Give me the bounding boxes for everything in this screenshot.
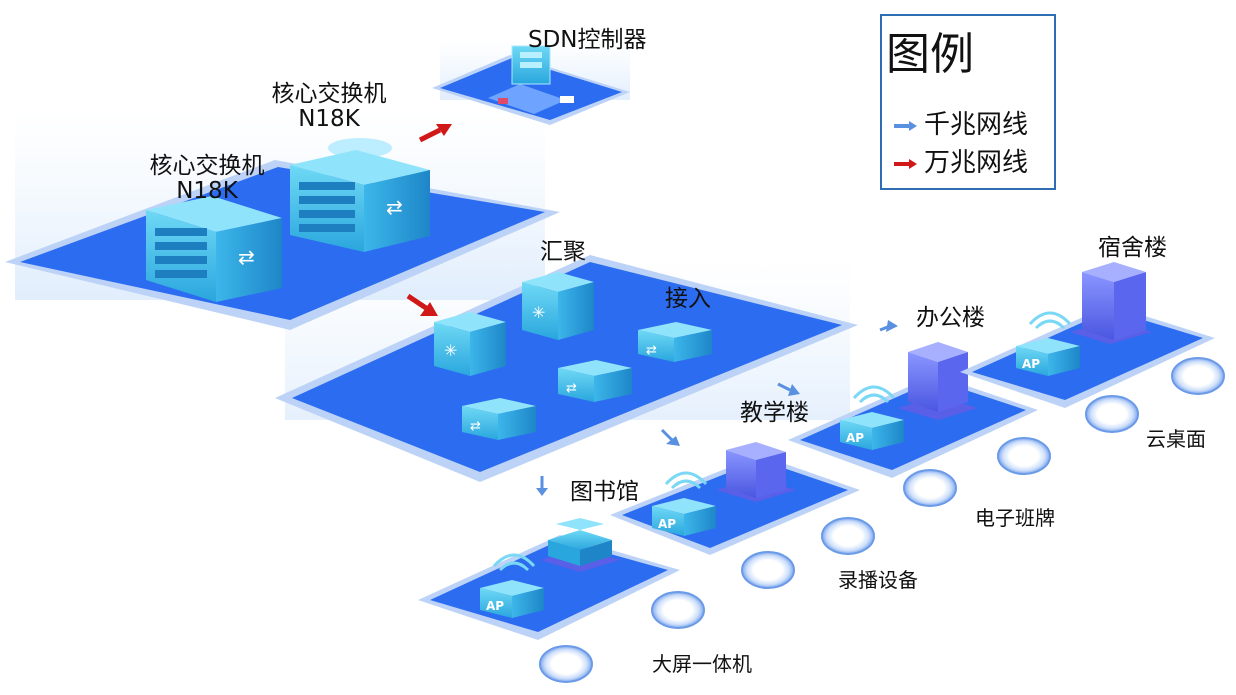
svg-text:✳: ✳ — [532, 303, 545, 322]
ap-library — [480, 553, 544, 618]
svg-text:✳: ✳ — [444, 341, 457, 360]
svg-text:⇄: ⇄ — [566, 381, 577, 396]
core-switch-b-model: N18K — [298, 106, 360, 133]
core-switch-b-label: 核心交换机 N18K — [254, 81, 404, 133]
aggregation-label: 汇聚 — [540, 239, 586, 265]
gigabit-links — [536, 320, 898, 496]
dormitory-platform — [960, 262, 1215, 408]
svg-text:⇄: ⇄ — [646, 343, 657, 358]
core-switch-a-name: 核心交换机 — [149, 153, 265, 179]
svg-text:⇄: ⇄ — [386, 195, 403, 219]
access-switch-3: ⇄ — [462, 398, 536, 440]
svg-text:⇄: ⇄ — [470, 419, 481, 434]
office-building-label: 办公楼 — [916, 305, 985, 331]
ap-dormitory-label: AP — [1022, 357, 1040, 371]
ap-dormitory — [1016, 311, 1080, 376]
ap-teaching-label: AP — [658, 517, 676, 531]
aggregation-switch-1: ✳ — [434, 312, 506, 376]
dormitory-label: 宿舍楼 — [1098, 235, 1167, 261]
legend-item-gigabit-label: 千兆网线 — [924, 110, 1029, 140]
legend-title: 图例 — [886, 29, 974, 80]
access-label: 接入 — [665, 286, 711, 312]
legend-item-gigabit: 千兆网线 — [892, 104, 1028, 141]
red-arrow-icon — [894, 158, 917, 169]
ten-gigabit-link-core-to-sdn — [418, 124, 452, 143]
access-switch-2: ⇄ — [558, 360, 632, 402]
sdn-controller-platform — [432, 45, 630, 125]
terminal-rings — [539, 357, 1225, 683]
legend: 图例 千兆网线 万兆网线 — [880, 14, 1056, 190]
ap-office-label: AP — [846, 431, 864, 445]
e-class-board-label: 电子班牌 — [975, 506, 1055, 530]
library-platform — [418, 518, 680, 640]
recording-device-label: 录播设备 — [838, 568, 918, 592]
large-screen-label: 大屏一体机 — [652, 652, 752, 676]
cloud-desktop-label: 云桌面 — [1146, 427, 1206, 451]
legend-item-ten-gigabit-label: 万兆网线 — [924, 148, 1029, 178]
core-switch-a-model: N18K — [176, 178, 238, 205]
core-switch-b: ⇄ — [290, 138, 430, 252]
ten-gigabit-link-core-to-aggregation — [406, 293, 438, 316]
aggregation-switch-2: ✳ — [522, 272, 594, 340]
library-label: 图书馆 — [570, 479, 639, 505]
core-switch-b-name: 核心交换机 — [271, 81, 387, 107]
core-switch-a-label: 核心交换机 N18K — [132, 153, 282, 205]
teaching-building-label: 教学楼 — [740, 400, 809, 426]
blue-arrow-icon — [894, 120, 917, 131]
ap-teaching — [652, 471, 716, 536]
office-platform — [788, 342, 1038, 478]
sdn-controller-label: SDN控制器 — [528, 27, 647, 53]
core-switch-a: ⇄ — [146, 196, 282, 302]
svg-text:⇄: ⇄ — [238, 245, 255, 269]
legend-item-ten-gigabit: 万兆网线 — [892, 142, 1028, 179]
access-switch-1: ⇄ — [638, 322, 712, 362]
ap-library-label: AP — [486, 599, 504, 613]
ap-office — [840, 385, 904, 450]
